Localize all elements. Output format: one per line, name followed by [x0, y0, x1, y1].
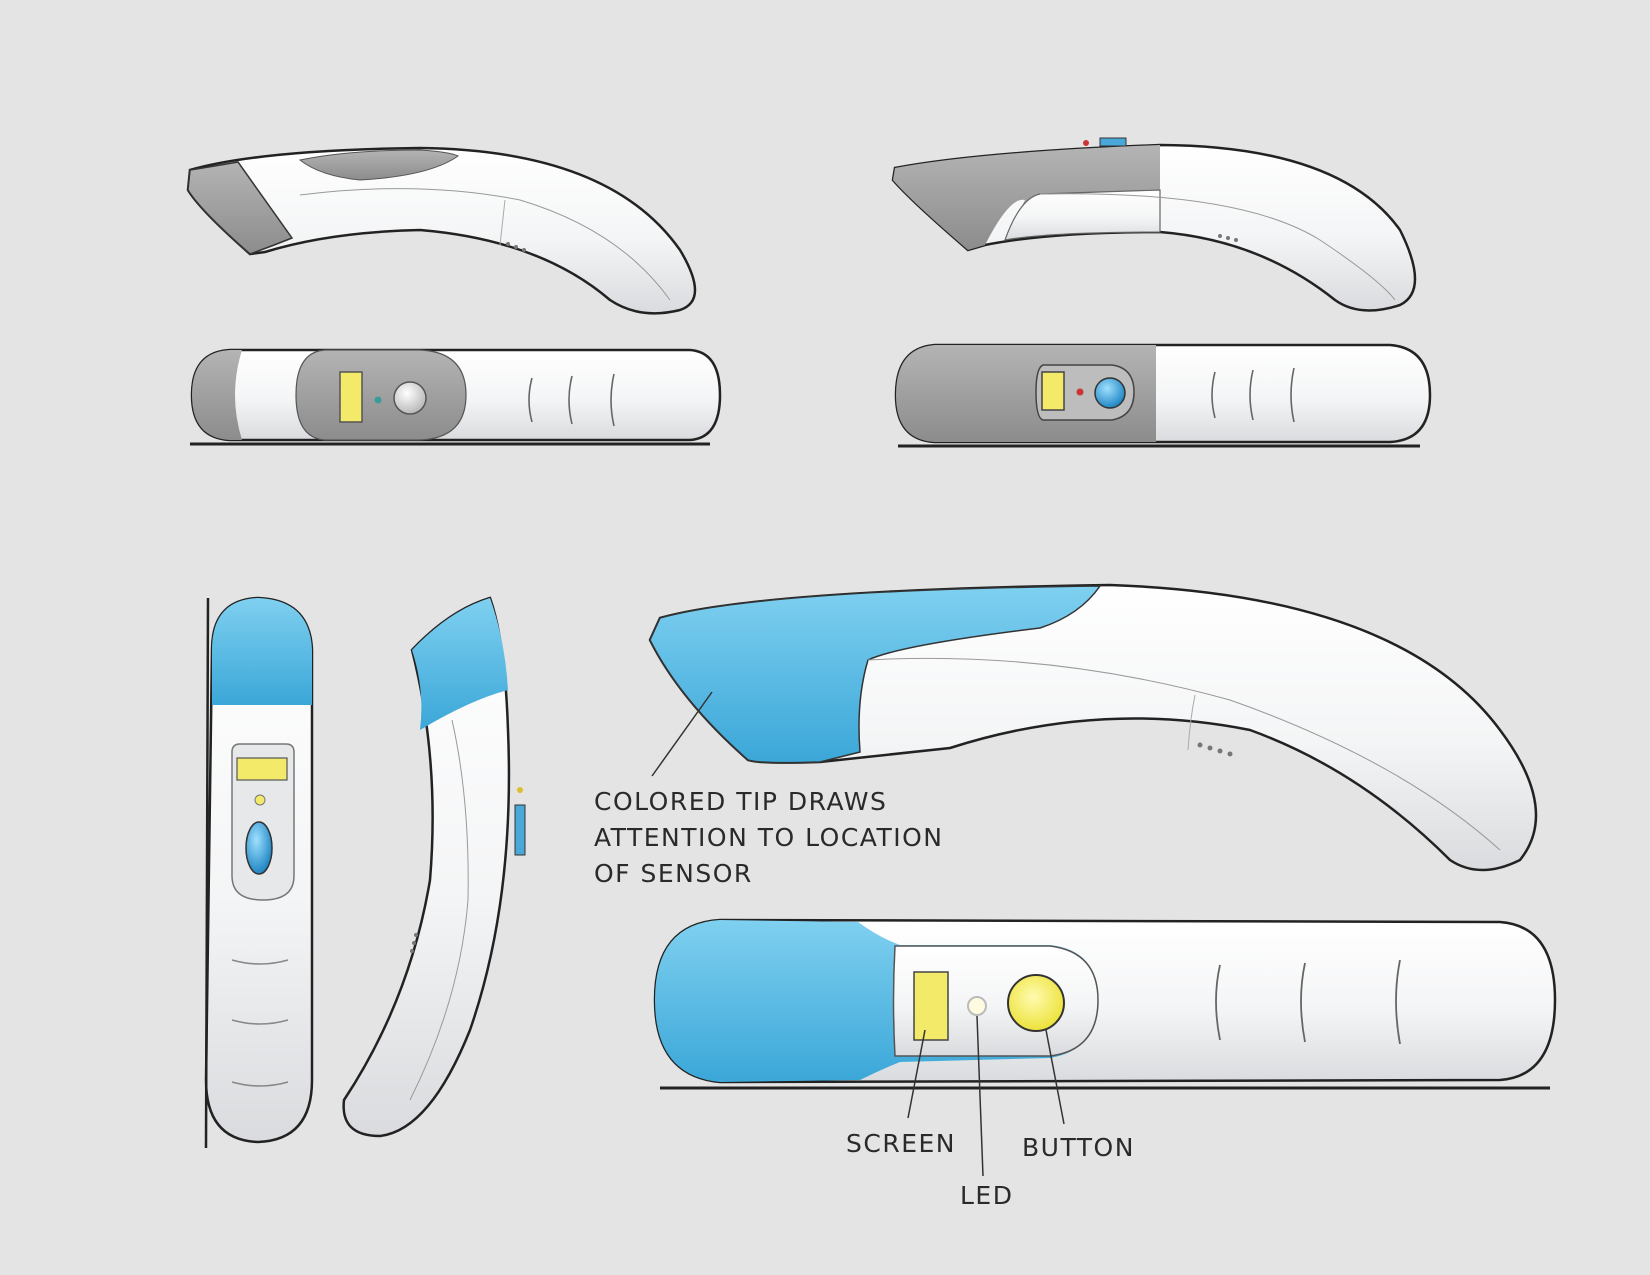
screen-icon [1041, 371, 1065, 411]
thermometer-front-view-vertical [204, 596, 314, 1149]
button-label: BUTTON [1022, 1133, 1135, 1162]
led-icon [967, 996, 987, 1016]
tip-leader-line [651, 691, 713, 777]
thermometer-top-view-grey-tip [894, 343, 1432, 448]
screen-icon [913, 971, 949, 1041]
button-leader-line [1045, 1029, 1065, 1125]
thermometer-side-view-grey [186, 146, 697, 315]
screen-leader-line [907, 1029, 926, 1119]
tip-annotation-line-1: COLORED TIP DRAWS [594, 787, 888, 816]
thermometer-side-view-vertical [342, 596, 526, 1138]
screen-icon [339, 371, 363, 423]
screen-label: SCREEN [846, 1129, 956, 1158]
button-icon [393, 381, 427, 415]
thermometer-side-view-blue [648, 583, 1538, 872]
button-icon [1094, 377, 1126, 409]
tip-annotation-line-3: OF SENSOR [594, 859, 753, 888]
thermometer-top-view-grey [190, 348, 722, 446]
screen-icon [236, 757, 288, 781]
button-icon [245, 821, 273, 875]
button-icon [1007, 974, 1065, 1032]
led-leader-line [976, 1015, 984, 1177]
thermometer-top-view-blue [653, 918, 1557, 1177]
tip-annotation: COLORED TIP DRAWS ATTENTION TO LOCATION … [594, 784, 943, 892]
thermometer-side-view-grey-tip [891, 137, 1417, 312]
tip-annotation-line-2: ATTENTION TO LOCATION [594, 823, 944, 852]
led-label: LED [960, 1181, 1014, 1210]
